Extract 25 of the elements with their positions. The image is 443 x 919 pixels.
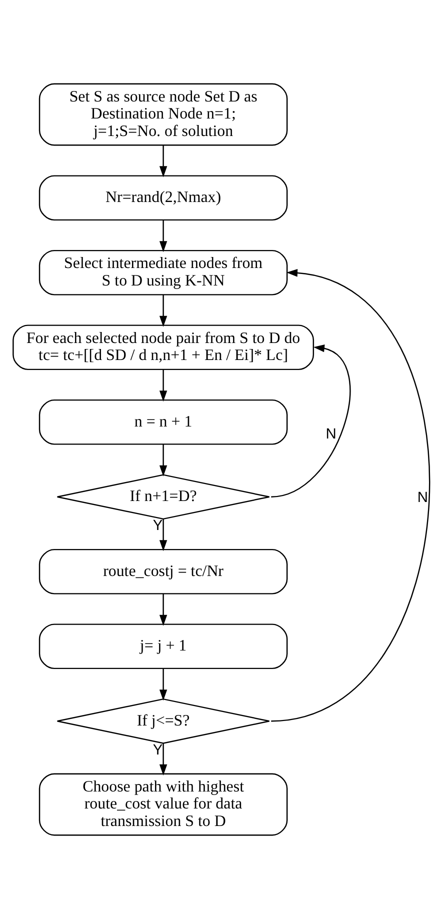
node-box: Choose path with highest route_cost value for data transmission S to D <box>38 773 288 836</box>
node-box: n = n + 1 <box>38 399 288 445</box>
node-diamond: If n+1=D? <box>56 474 270 520</box>
arrow <box>159 294 168 327</box>
node-box: Set S as source node Set D as Destination Node n=1; j=1;S=No. of solution <box>38 83 288 146</box>
edge-label: Y <box>152 742 163 758</box>
arrow <box>159 519 168 552</box>
node-diamond: If j<=S? <box>56 698 270 744</box>
arrow <box>159 744 168 776</box>
arrow <box>271 269 430 722</box>
arrow <box>159 370 168 402</box>
arrow <box>159 220 168 252</box>
arrow <box>159 145 168 178</box>
node-box: Nr=rand(2,Nmax) <box>38 175 288 221</box>
arrow <box>159 594 168 626</box>
arrow <box>271 344 351 498</box>
edge-label: Y <box>152 518 163 534</box>
edge-label: N <box>417 490 428 506</box>
arrow <box>159 444 168 476</box>
node-box: j= j + 1 <box>38 624 288 670</box>
node-box: route_costj = tc/Nr <box>38 548 288 594</box>
edge-label: N <box>326 426 336 443</box>
arrow <box>159 668 168 701</box>
node-box: Select intermediate nodes from S to D using K-NN <box>38 250 288 296</box>
node-box: For each selected node pair from S to D do tc= tc+[[d SD / d n,n+1 + En / Ei]* Lc] <box>12 324 314 370</box>
